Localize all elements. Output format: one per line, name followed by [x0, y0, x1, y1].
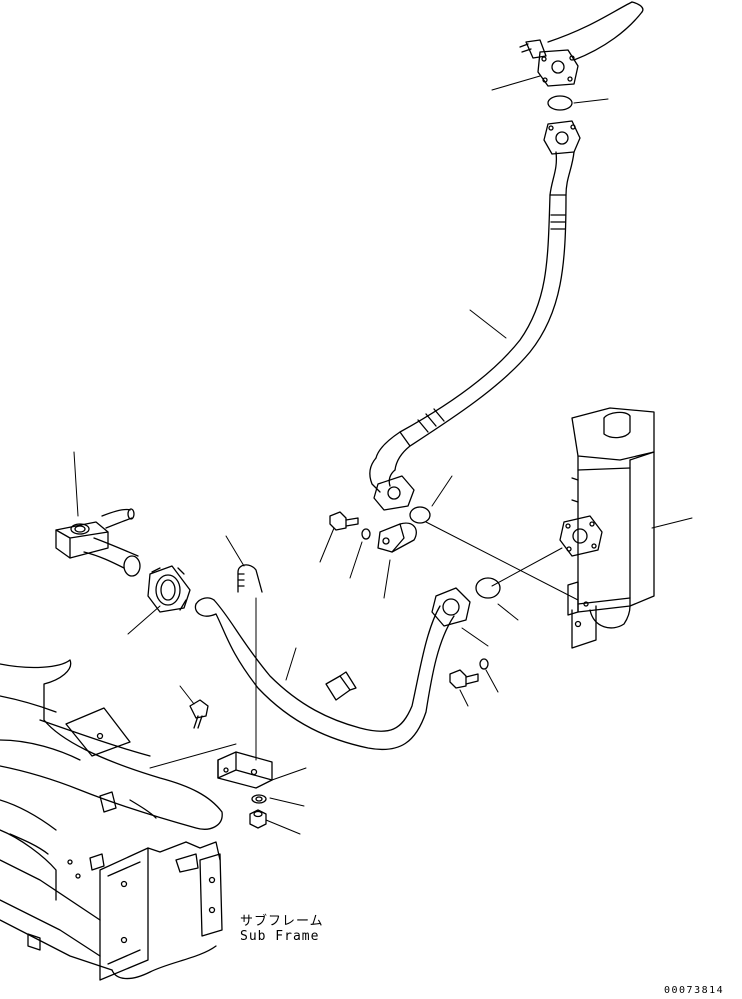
washer-right: [479, 658, 489, 670]
outlet-flange: [519, 39, 579, 87]
elbow-pipe: [55, 508, 141, 577]
upper-flange: [543, 120, 581, 155]
nut-lower: [249, 809, 267, 829]
bolt-right: [449, 669, 479, 689]
lower-flange: [373, 475, 415, 511]
muffler-inlet-flange: [559, 515, 603, 557]
sub-frame-label-jp: サブフレーム: [240, 914, 324, 929]
sub-frame: [0, 659, 223, 981]
drawing-number: 00073814: [664, 985, 725, 996]
bolt-left: [189, 699, 209, 729]
tube-flange: [431, 587, 471, 627]
sub-frame-label-en: Sub Frame: [240, 929, 320, 944]
washer-lower: [251, 794, 267, 804]
bracket: [217, 751, 273, 789]
washer-mid: [361, 528, 371, 540]
clamp-half: [377, 522, 417, 553]
gasket-top: [547, 95, 573, 111]
bolt-mid: [329, 511, 359, 531]
u-bolt: [237, 564, 263, 593]
muffler: [567, 407, 655, 649]
leader-lines: [73, 75, 693, 835]
band-clamp: [147, 565, 191, 613]
flexible-exhaust-pipe: [369, 151, 575, 493]
outlet-pipe: [547, 1, 644, 61]
gasket-mid: [409, 506, 431, 524]
exhaust-tube: [194, 597, 455, 751]
gasket-muffler: [475, 577, 501, 599]
